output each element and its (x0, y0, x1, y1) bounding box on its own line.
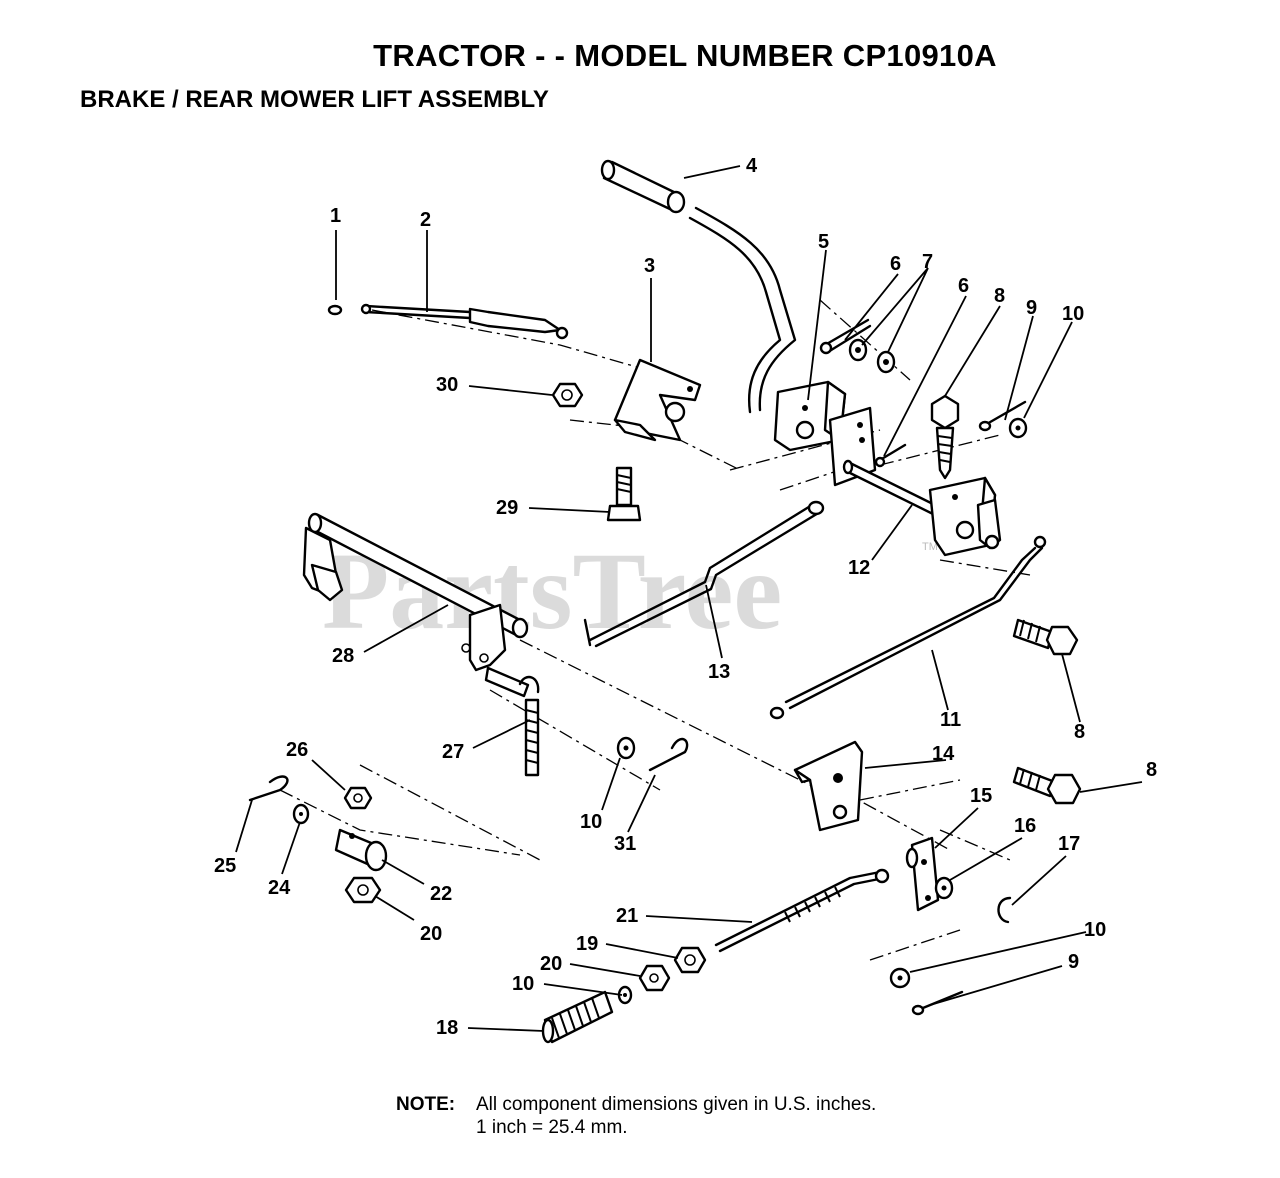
callout-9: 9 (1026, 297, 1037, 319)
dimension-note: NOTE: All component dimensions given in U… (396, 1093, 876, 1139)
part-8-bolt-upper (930, 394, 960, 480)
part-1-pin (327, 304, 343, 316)
page-title: TRACTOR - - MODEL NUMBER CP10910A (373, 38, 997, 73)
callout-9b: 9 (1068, 951, 1079, 973)
part-24-washer (292, 803, 310, 825)
callout-12: 12 (848, 557, 870, 579)
callout-20: 20 (420, 923, 442, 945)
part-8-bolt-lower (1012, 766, 1082, 805)
callout-11: 11 (940, 709, 961, 731)
part-25-hairpin (248, 775, 289, 802)
watermark: PartsTree (322, 530, 782, 652)
part-11-rod (769, 535, 1047, 720)
part-14-bracket (793, 740, 864, 832)
part-10-washer-mid (616, 736, 636, 760)
callout-labels: 1 2 3 4 5 6 7 6 8 9 10 30 29 12 28 13 11… (214, 155, 1157, 1039)
callout-7: 7 (922, 251, 933, 273)
callout-29: 29 (496, 497, 518, 519)
part-22-trunnion (334, 828, 388, 872)
callout-10c: 10 (1084, 919, 1106, 941)
part-19-nut (673, 946, 707, 974)
part-12-shaft (842, 459, 1002, 557)
callout-6b: 6 (958, 275, 969, 297)
callout-8: 8 (994, 285, 1005, 307)
callout-25: 25 (214, 855, 236, 877)
callout-1: 1 (330, 205, 341, 227)
callout-6: 6 (890, 253, 901, 275)
part-31-hairpin (648, 737, 689, 772)
callout-28: 28 (332, 645, 354, 667)
callout-13: 13 (708, 661, 730, 683)
part-7-washers (848, 338, 896, 374)
callout-21: 21 (616, 905, 638, 927)
callout-10b: 10 (580, 811, 602, 833)
part-9-cotter-pin-lower (911, 990, 964, 1016)
part-21-brake-rod (714, 868, 890, 953)
part-2-brake-rod (360, 303, 569, 340)
part-3-bracket (613, 358, 702, 442)
callout-14: 14 (932, 743, 955, 765)
part-27-eye-bolt (484, 666, 540, 777)
part-20-flange-nut (344, 876, 382, 904)
part-16-washer (934, 876, 954, 900)
part-9-cotter-pin (978, 400, 1027, 432)
leader-lines (235, 165, 1143, 1032)
part-30-nut (551, 382, 584, 408)
callout-26: 26 (286, 739, 308, 761)
note-line-2: 1 inch = 25.4 mm. (476, 1117, 628, 1138)
callout-27: 27 (442, 741, 464, 763)
callout-18: 18 (436, 1017, 458, 1039)
callout-8c: 8 (1146, 759, 1157, 781)
callout-3: 3 (644, 255, 655, 277)
callout-10d: 10 (512, 973, 534, 995)
callout-4: 4 (746, 155, 758, 177)
part-13-rod (583, 500, 825, 648)
part-10-washer-lower (617, 985, 633, 1005)
callout-22: 22 (430, 883, 452, 905)
part-20-flange-nut-lower (638, 964, 671, 992)
part-26-nut (343, 786, 373, 810)
callout-5: 5 (818, 231, 829, 253)
part-6-cotter-pin-b (874, 443, 907, 468)
callout-30: 30 (436, 374, 458, 396)
part-17-e-ring (997, 896, 1012, 924)
part-8-bolt-middle (1012, 618, 1079, 656)
note-label: NOTE: (396, 1094, 456, 1115)
callout-8b: 8 (1074, 721, 1085, 743)
callout-10: 10 (1062, 303, 1084, 325)
part-28-cross-shaft (302, 512, 529, 672)
callout-19: 19 (576, 933, 598, 955)
callout-24: 24 (268, 877, 291, 899)
callout-16: 16 (1014, 815, 1036, 837)
watermark-trademark: TM (922, 541, 938, 553)
part-5-lift-lever (688, 206, 877, 487)
part-4-grip (600, 159, 686, 214)
callout-17: 17 (1058, 833, 1080, 855)
part-6-cotter-pin (819, 318, 872, 355)
part-10-washer (1008, 417, 1028, 439)
part-10-washer-lower-right (889, 967, 911, 989)
callout-20b: 20 (540, 953, 562, 975)
callout-31: 31 (614, 833, 636, 855)
part-15-link (905, 836, 940, 912)
part-18-spring (541, 990, 614, 1044)
callout-15: 15 (970, 785, 992, 807)
callout-2: 2 (420, 209, 431, 231)
note-line-1: All component dimensions given in U.S. i… (476, 1094, 877, 1115)
part-29-bolt (606, 466, 642, 522)
assembly-subtitle: BRAKE / REAR MOWER LIFT ASSEMBLY (80, 86, 549, 113)
